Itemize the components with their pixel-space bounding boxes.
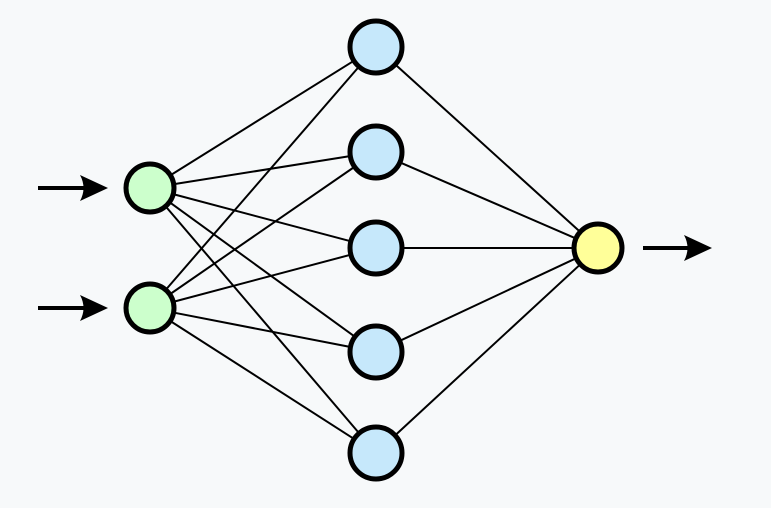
node-h1[interactable] <box>347 18 405 76</box>
input-arrow-2 <box>38 295 108 321</box>
edge-i1-h1 <box>168 58 357 178</box>
edge-i1-h3 <box>171 192 354 243</box>
node-h2[interactable] <box>347 123 405 181</box>
edge-i2-h1 <box>163 64 362 293</box>
input-arrow-1-head <box>80 175 108 201</box>
node-circle-h5[interactable] <box>347 424 405 482</box>
node-circle-h3[interactable] <box>347 219 405 277</box>
edge-h5-o1 <box>392 262 583 438</box>
edges-group <box>163 58 583 441</box>
edge-i1-h2 <box>171 154 353 186</box>
input-arrow-1 <box>38 175 108 201</box>
node-circle-i1[interactable] <box>123 161 177 215</box>
node-h5[interactable] <box>347 424 405 482</box>
io-arrows-group <box>38 175 712 321</box>
nodes-group <box>123 18 625 482</box>
node-i2[interactable] <box>123 281 177 335</box>
edge-i2-h5 <box>167 319 357 441</box>
node-circle-h4[interactable] <box>347 323 405 381</box>
edge-h2-o1 <box>397 160 579 241</box>
edge-i2-h2 <box>167 164 357 297</box>
edge-h4-o1 <box>397 256 579 343</box>
input-arrow-2-head <box>80 295 108 321</box>
node-circle-o1[interactable] <box>571 221 625 275</box>
edge-i1-h5 <box>163 204 362 436</box>
edge-i1-h4 <box>167 200 358 339</box>
node-i1[interactable] <box>123 161 177 215</box>
node-circle-i2[interactable] <box>123 281 177 335</box>
output-arrow-1 <box>643 235 712 261</box>
node-circle-h2[interactable] <box>347 123 405 181</box>
node-circle-h1[interactable] <box>347 18 405 76</box>
output-arrow-1-head <box>684 235 712 261</box>
node-h4[interactable] <box>347 323 405 381</box>
edge-h1-o1 <box>393 62 583 234</box>
node-o1[interactable] <box>571 221 625 275</box>
edge-i2-h3 <box>171 253 354 304</box>
edge-i2-h4 <box>171 311 353 349</box>
node-h3[interactable] <box>347 219 405 277</box>
